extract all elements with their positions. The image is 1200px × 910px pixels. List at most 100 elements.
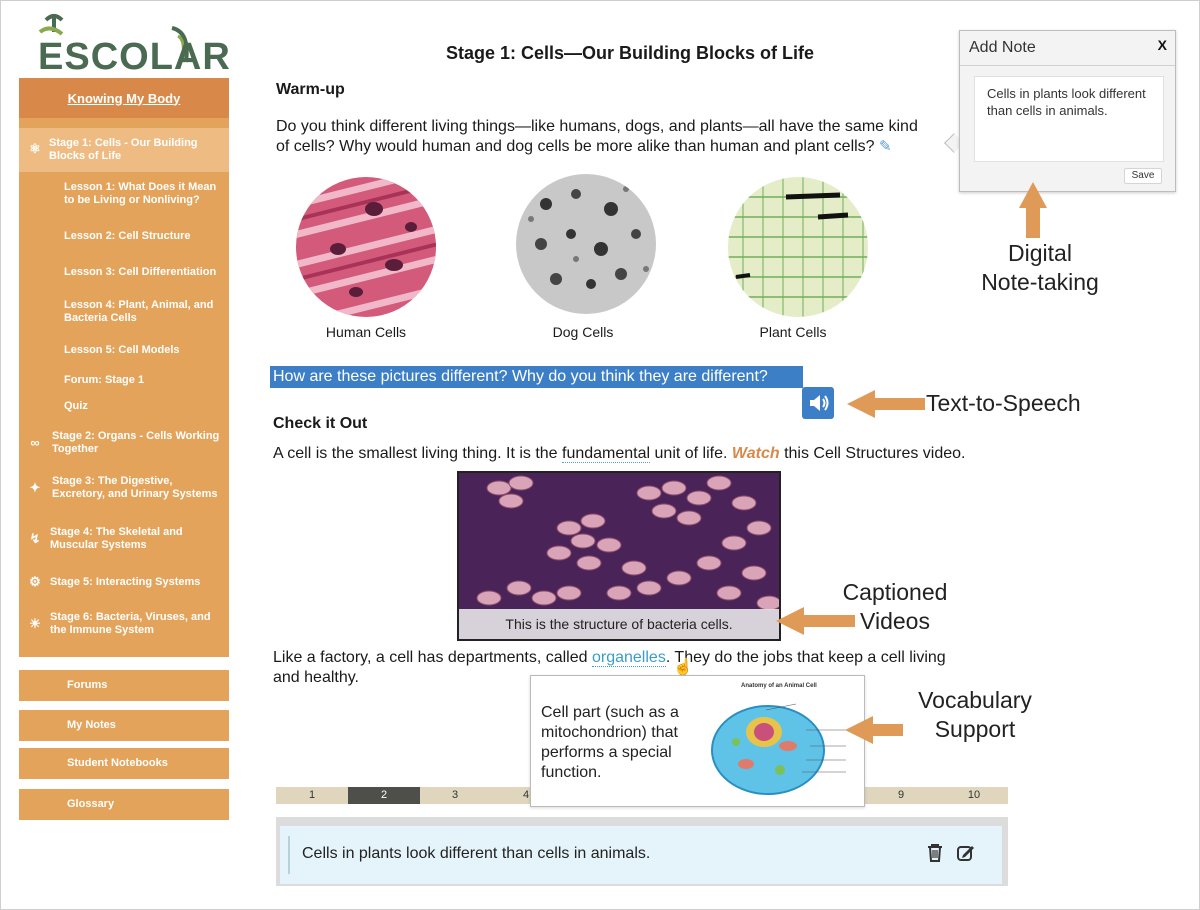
pencil-icon[interactable]: ✎	[879, 138, 892, 155]
sidebar-item-label: Stage 1: Cells - Our Building Blocks of …	[49, 137, 198, 162]
logo-text: ESCOLAR	[38, 36, 231, 78]
human-cells-image	[296, 177, 436, 317]
vocab-label: Vocabulary Support	[895, 686, 1055, 744]
sidebar-item-lesson-2[interactable]: Lesson 2: Cell Structure	[19, 229, 229, 245]
sidebar-item-stage-1[interactable]: ⚛ Stage 1: Cells - Our Building Blocks o…	[19, 128, 229, 172]
sidebar-item-lesson-1[interactable]: Lesson 1: What Does it Mean to be Living…	[19, 180, 229, 210]
add-note-title: Add Note	[969, 39, 1036, 56]
plant-cells-image	[728, 177, 868, 317]
highlighted-question[interactable]: How are these pictures different? Why do…	[270, 366, 803, 388]
sidebar-item-label: Quiz	[64, 400, 88, 412]
saved-note-text: Cells in plants look different than cell…	[302, 845, 651, 862]
forums-button[interactable]: Forums	[19, 670, 229, 701]
vocabulary-popup: Cell part (such as a mitochondrion) that…	[530, 675, 865, 807]
sidebar-item-label: Stage 5: Interacting Systems	[50, 576, 201, 588]
sidebar-item-label: Stage 2: Organs - Cells Working Together	[52, 430, 220, 455]
human-cells-illustration	[296, 177, 436, 317]
page-1-button[interactable]: 1	[308, 789, 316, 801]
sidebar-header-label[interactable]: Knowing My Body	[67, 90, 181, 106]
trash-icon[interactable]	[926, 843, 944, 863]
sidebar-item-stage-4[interactable]: ↯ Stage 4: The Skeletal and Muscular Sys…	[19, 525, 229, 555]
check-it-out-text: A cell is the smallest living thing. It …	[273, 444, 1033, 464]
sidebar-item-label: Stage 6: Bacteria, Viruses, and the Immu…	[50, 611, 211, 636]
video-caption: This is the structure of bacteria cells.	[459, 609, 779, 639]
warmup-text-line-1: Do you think different living things—lik…	[276, 118, 918, 135]
sidebar: Knowing My Body ⚛ Stage 1: Cells - Our B…	[19, 78, 229, 657]
sidebar-item-label: Lesson 3: Cell Differentiation	[64, 266, 217, 278]
factory-text-post: . They do the jobs that keep a cell livi…	[665, 649, 946, 666]
tts-label: Text-to-Speech	[926, 390, 1081, 416]
sidebar-item-stage-3[interactable]: ✦ Stage 3: The Digestive, Excretory, and…	[19, 474, 229, 504]
page-10-button[interactable]: 10	[967, 789, 981, 801]
sidebar-item-label: Lesson 1: What Does it Mean to be Living…	[64, 181, 217, 206]
note-textarea[interactable]: Cells in plants look different than cell…	[974, 76, 1164, 162]
vocab-label-line-1: Vocabulary	[918, 687, 1032, 713]
sidebar-item-stage-2[interactable]: ∞ Stage 2: Organs - Cells Working Togeth…	[19, 429, 229, 459]
sidebar-item-lesson-5[interactable]: Lesson 5: Cell Models	[19, 343, 229, 359]
sidebar-item-label: Lesson 4: Plant, Animal, and Bacteria Ce…	[64, 299, 214, 324]
dog-cells-image	[516, 174, 656, 314]
page-title: Stage 1: Cells—Our Building Blocks of Li…	[445, 43, 815, 63]
plant-cells-illustration	[728, 177, 868, 317]
organelles-vocab-link[interactable]: organelles	[591, 649, 666, 667]
page-2-button[interactable]: 2	[348, 787, 420, 804]
my-notes-button[interactable]: My Notes	[19, 710, 229, 741]
note-taking-label: Digital Note-taking	[960, 239, 1120, 297]
sidebar-item-forum-stage-1[interactable]: Forum: Stage 1	[19, 373, 229, 389]
text-to-speech-button[interactable]	[802, 387, 834, 419]
warmup-heading: Warm-up	[276, 81, 345, 98]
check-text-post: this Cell Structures video.	[779, 445, 966, 462]
sidebar-item-label: Lesson 5: Cell Models	[64, 344, 180, 356]
note-accent-bar	[288, 836, 290, 874]
vocabulary-definition: Cell part (such as a mitochondrion) that…	[541, 704, 679, 781]
fundamental-vocab-word[interactable]: fundamental	[562, 445, 651, 463]
sidebar-item-label: Lesson 2: Cell Structure	[64, 230, 191, 242]
note-taking-label-line-2: Note-taking	[981, 269, 1099, 295]
sidebar-header[interactable]: Knowing My Body	[19, 78, 229, 118]
student-notebooks-button[interactable]: Student Notebooks	[19, 748, 229, 779]
glossary-button[interactable]: Glossary	[19, 789, 229, 820]
dog-cells-caption: Dog Cells	[552, 324, 614, 340]
sidebar-item-quiz[interactable]: Quiz	[19, 399, 229, 415]
gears-icon: ⚙	[29, 574, 41, 589]
sidebar-item-lesson-3[interactable]: Lesson 3: Cell Differentiation	[19, 265, 229, 281]
captions-label-line-2: Videos	[860, 608, 930, 634]
diagram-title: Anatomy of an Animal Cell	[741, 683, 817, 689]
animal-cell-diagram	[711, 703, 846, 795]
check-text-pre: A cell is the smallest living thing. It …	[273, 445, 563, 462]
logo: ESCOLAR	[34, 10, 230, 78]
dog-cells-illustration	[516, 174, 656, 314]
link-icon: ∞	[30, 435, 40, 450]
sidebar-item-stage-6[interactable]: ☀ Stage 6: Bacteria, Viruses, and the Im…	[19, 610, 229, 640]
page-9-button[interactable]: 9	[897, 789, 905, 801]
check-it-out-heading: Check it Out	[273, 415, 368, 432]
sidebar-item-stage-5[interactable]: ⚙ Stage 5: Interacting Systems	[19, 575, 229, 591]
page-3-button[interactable]: 3	[451, 789, 459, 801]
check-text-mid: unit of life.	[650, 445, 732, 462]
captions-label-line-1: Captioned	[842, 579, 948, 605]
note-taking-label-line-1: Digital	[1008, 240, 1072, 266]
microscope-icon: ⚛	[29, 141, 41, 156]
popup-divider	[960, 65, 1175, 66]
captions-label: Captioned Videos	[820, 578, 970, 636]
notes-panel: Cells in plants look different than cell…	[276, 817, 1008, 886]
warmup-text-line-2-text: of cells? Why would human and dog cells …	[276, 138, 875, 155]
body-icon: ✦	[29, 480, 41, 495]
hand-cursor-icon: ☝	[673, 659, 693, 676]
virus-icon: ☀	[29, 616, 41, 631]
logo-graphic	[38, 14, 189, 63]
speaker-icon	[810, 395, 829, 411]
add-note-popup: Add Note X Cells in plants look differen…	[959, 30, 1176, 192]
save-note-button[interactable]: Save	[1124, 168, 1162, 184]
plant-cells-caption: Plant Cells	[759, 324, 827, 340]
sidebar-item-label: Forum: Stage 1	[64, 374, 145, 386]
close-icon[interactable]: X	[1157, 37, 1167, 53]
watch-link[interactable]: Watch	[731, 445, 780, 462]
edit-icon[interactable]	[956, 843, 976, 863]
bacteria-video[interactable]: This is the structure of bacteria cells.	[457, 471, 781, 641]
factory-text-pre: Like a factory, a cell has departments, …	[273, 649, 592, 666]
sidebar-item-lesson-4[interactable]: Lesson 4: Plant, Animal, and Bacteria Ce…	[19, 298, 229, 328]
page-4-button[interactable]: 4	[522, 789, 530, 801]
sidebar-item-label: Stage 3: The Digestive, Excretory, and U…	[52, 475, 218, 500]
saved-note: Cells in plants look different than cell…	[280, 826, 1002, 884]
